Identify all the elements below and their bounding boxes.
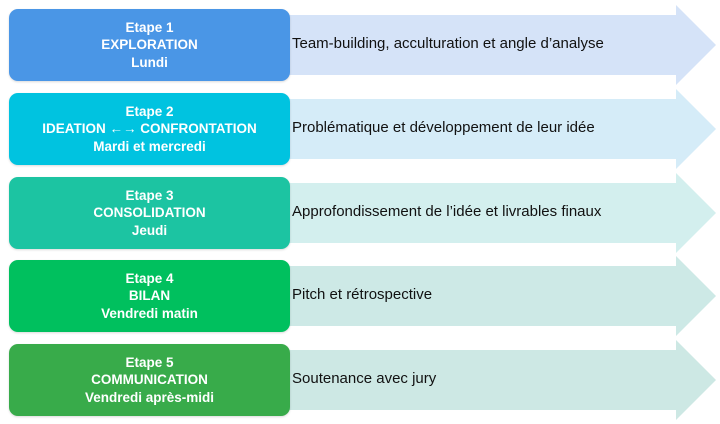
- step-box: Etape 5 COMMUNICATION Vendredi après-mid…: [9, 344, 290, 416]
- step-description: Team-building, acculturation et angle d’…: [292, 35, 604, 52]
- step-row-4: Etape 4 BILAN Vendredi matin Pitch et ré…: [0, 256, 720, 340]
- step-description: Soutenance avec jury: [292, 370, 437, 387]
- step-when: Vendredi matin: [101, 305, 198, 321]
- step-number: Etape 1: [125, 19, 174, 35]
- step-row-2: Etape 2 IDEATION ←→ CONFRONTATION Mardi …: [0, 89, 720, 173]
- step-when: Mardi et mercredi: [93, 138, 206, 154]
- step-phase: IDEATION ←→ CONFRONTATION: [42, 121, 257, 137]
- step-row-1: Etape 1 EXPLORATION Lundi Team-building,…: [0, 5, 720, 89]
- step-phase: BILAN: [128, 288, 171, 304]
- step-number: Etape 3: [125, 187, 174, 203]
- step-when: Lundi: [131, 54, 168, 70]
- arrow-shape: [288, 340, 716, 420]
- arrow-shape: [288, 256, 716, 336]
- arrow-shape: [288, 89, 716, 169]
- step-description: Problématique et développement de leur i…: [292, 119, 595, 136]
- step-box: Etape 3 CONSOLIDATION Jeudi: [9, 177, 290, 249]
- step-box: Etape 2 IDEATION ←→ CONFRONTATION Mardi …: [9, 93, 290, 165]
- step-phase: CONSOLIDATION: [93, 205, 206, 221]
- step-box: Etape 1 EXPLORATION Lundi: [9, 9, 290, 81]
- step-description: Approfondissement de l’idée et livrables…: [292, 203, 602, 220]
- step-when: Vendredi après-midi: [84, 389, 215, 405]
- arrow-shape: [288, 173, 716, 253]
- step-description: Pitch et rétrospective: [292, 286, 433, 303]
- step-number: Etape 5: [125, 354, 174, 370]
- step-when: Jeudi: [131, 222, 168, 238]
- step-row-5: Etape 5 COMMUNICATION Vendredi après-mid…: [0, 340, 720, 424]
- step-number: Etape 4: [125, 270, 174, 286]
- arrow-shape: [288, 5, 716, 85]
- step-phase: EXPLORATION: [101, 37, 198, 53]
- step-box: Etape 4 BILAN Vendredi matin: [9, 260, 290, 332]
- step-phase: COMMUNICATION: [91, 372, 208, 388]
- step-row-3: Etape 3 CONSOLIDATION Jeudi Approfondiss…: [0, 173, 720, 257]
- step-number: Etape 2: [125, 103, 174, 119]
